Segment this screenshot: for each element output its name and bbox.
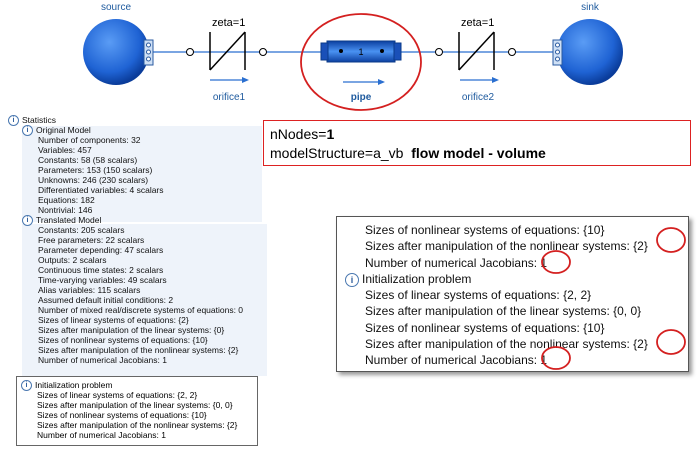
sink-component[interactable] <box>557 19 623 85</box>
pipe-node-count: 1 <box>358 47 363 57</box>
statistic-row: Unknowns: 246 (230 scalars) <box>38 175 149 185</box>
statistic-row: Number of numerical Jacobians: 1 <box>38 355 167 365</box>
highlight-circle <box>656 227 686 253</box>
zoomed-statistics-panel: Sizes of nonlinear systems of equations:… <box>336 216 689 372</box>
orifice1-label: orifice1 <box>212 92 246 103</box>
statistic-row: Constants: 205 scalars <box>38 225 125 235</box>
statistic-row: Sizes of nonlinear systems of equations:… <box>365 320 605 335</box>
statistic-row: Sizes after manipulation of the nonlinea… <box>37 420 238 430</box>
statistic-row: Sizes after manipulation of the linear s… <box>38 325 225 335</box>
statistic-row: Equations: 182 <box>38 195 95 205</box>
original-model-bg <box>22 126 262 222</box>
info-icon: i <box>22 215 33 227</box>
statistic-row: Parameter depending: 47 scalars <box>38 245 164 255</box>
statistic-row: Differentiated variables: 4 scalars <box>38 185 164 195</box>
info-icon: i <box>8 115 19 127</box>
diagram-canvas: 1 <box>83 13 623 111</box>
highlight-circle <box>656 329 686 355</box>
statistic-row: Sizes of linear systems of equations: {2… <box>365 288 592 303</box>
highlight-circle <box>541 250 571 274</box>
statistic-row: Sizes of linear systems of equations: {2… <box>37 390 198 400</box>
statistic-row: Sizes after manipulation of the linear s… <box>365 304 642 319</box>
statistic-row: Sizes of nonlinear systems of equations:… <box>365 223 605 237</box>
statistic-row: Number of numerical Jacobians: 1 <box>37 430 166 440</box>
info-icon: i <box>345 272 359 287</box>
zeta1-label: zeta=1 <box>212 17 246 29</box>
statistic-row: Assumed default initial conditions: 2 <box>38 295 174 305</box>
statistic-row: Nontrivial: 146 <box>38 205 93 215</box>
pipe-label: pipe <box>350 92 372 103</box>
statistic-row: Number of numerical Jacobians: 1 <box>365 255 548 270</box>
statistic-row: Sizes of nonlinear systems of equations:… <box>37 410 207 420</box>
statistic-row: Constants: 58 (58 scalars) <box>38 155 138 165</box>
statistic-row: Parameters: 153 (150 scalars) <box>38 165 153 175</box>
model-diagram: 1 source sink zeta=1 zeta=1 orifice1 pip… <box>0 0 698 115</box>
orifice2-component[interactable] <box>435 31 516 83</box>
statistic-row: Variables: 457 <box>38 145 92 155</box>
statistic-row: Sizes after manipulation of the linear s… <box>37 400 233 410</box>
source-component[interactable] <box>83 19 149 85</box>
statistic-row: Number of components: 32 <box>38 135 141 145</box>
pipe-highlight-circle <box>300 13 422 111</box>
pipe-parameter-note: nNodes=1 modelStructure=a_vb flow model … <box>263 120 691 166</box>
statistic-row: Sizes of nonlinear systems of equations:… <box>38 335 208 345</box>
statistic-row: Outputs: 2 scalars <box>38 255 107 265</box>
statistic-row: Sizes of linear systems of equations: {2… <box>38 315 189 325</box>
note-line-1: nNodes=1 <box>270 126 335 142</box>
info-icon: i <box>22 125 33 137</box>
zeta2-label: zeta=1 <box>461 17 495 29</box>
sink-label: sink <box>581 2 599 13</box>
statistic-row: Sizes after manipulation of the nonlinea… <box>365 239 648 254</box>
statistic-row: Number of numerical Jacobians: 1 <box>365 353 548 368</box>
statistic-row: Sizes after manipulation of the nonlinea… <box>365 337 648 352</box>
statistic-row: Continuous time states: 2 scalars <box>38 265 164 275</box>
statistic-row: Time-varying variables: 49 scalars <box>38 275 167 285</box>
statistic-row: Free parameters: 22 scalars <box>38 235 145 245</box>
statistic-row: Alias variables: 115 scalars <box>38 285 141 295</box>
orifice1-component[interactable] <box>186 31 267 83</box>
translated-model-bg <box>22 224 267 376</box>
orifice2-label: orifice2 <box>461 92 495 103</box>
pipe-component[interactable] <box>320 40 402 85</box>
note-line-2: modelStructure=a_vb flow model - volume <box>270 145 546 161</box>
source-label: source <box>100 2 131 13</box>
highlight-circle <box>541 346 571 370</box>
statistic-row: Number of mixed real/discrete systems of… <box>38 305 244 315</box>
info-icon: i <box>21 380 32 392</box>
statistic-row: Sizes after manipulation of the nonlinea… <box>38 345 239 355</box>
